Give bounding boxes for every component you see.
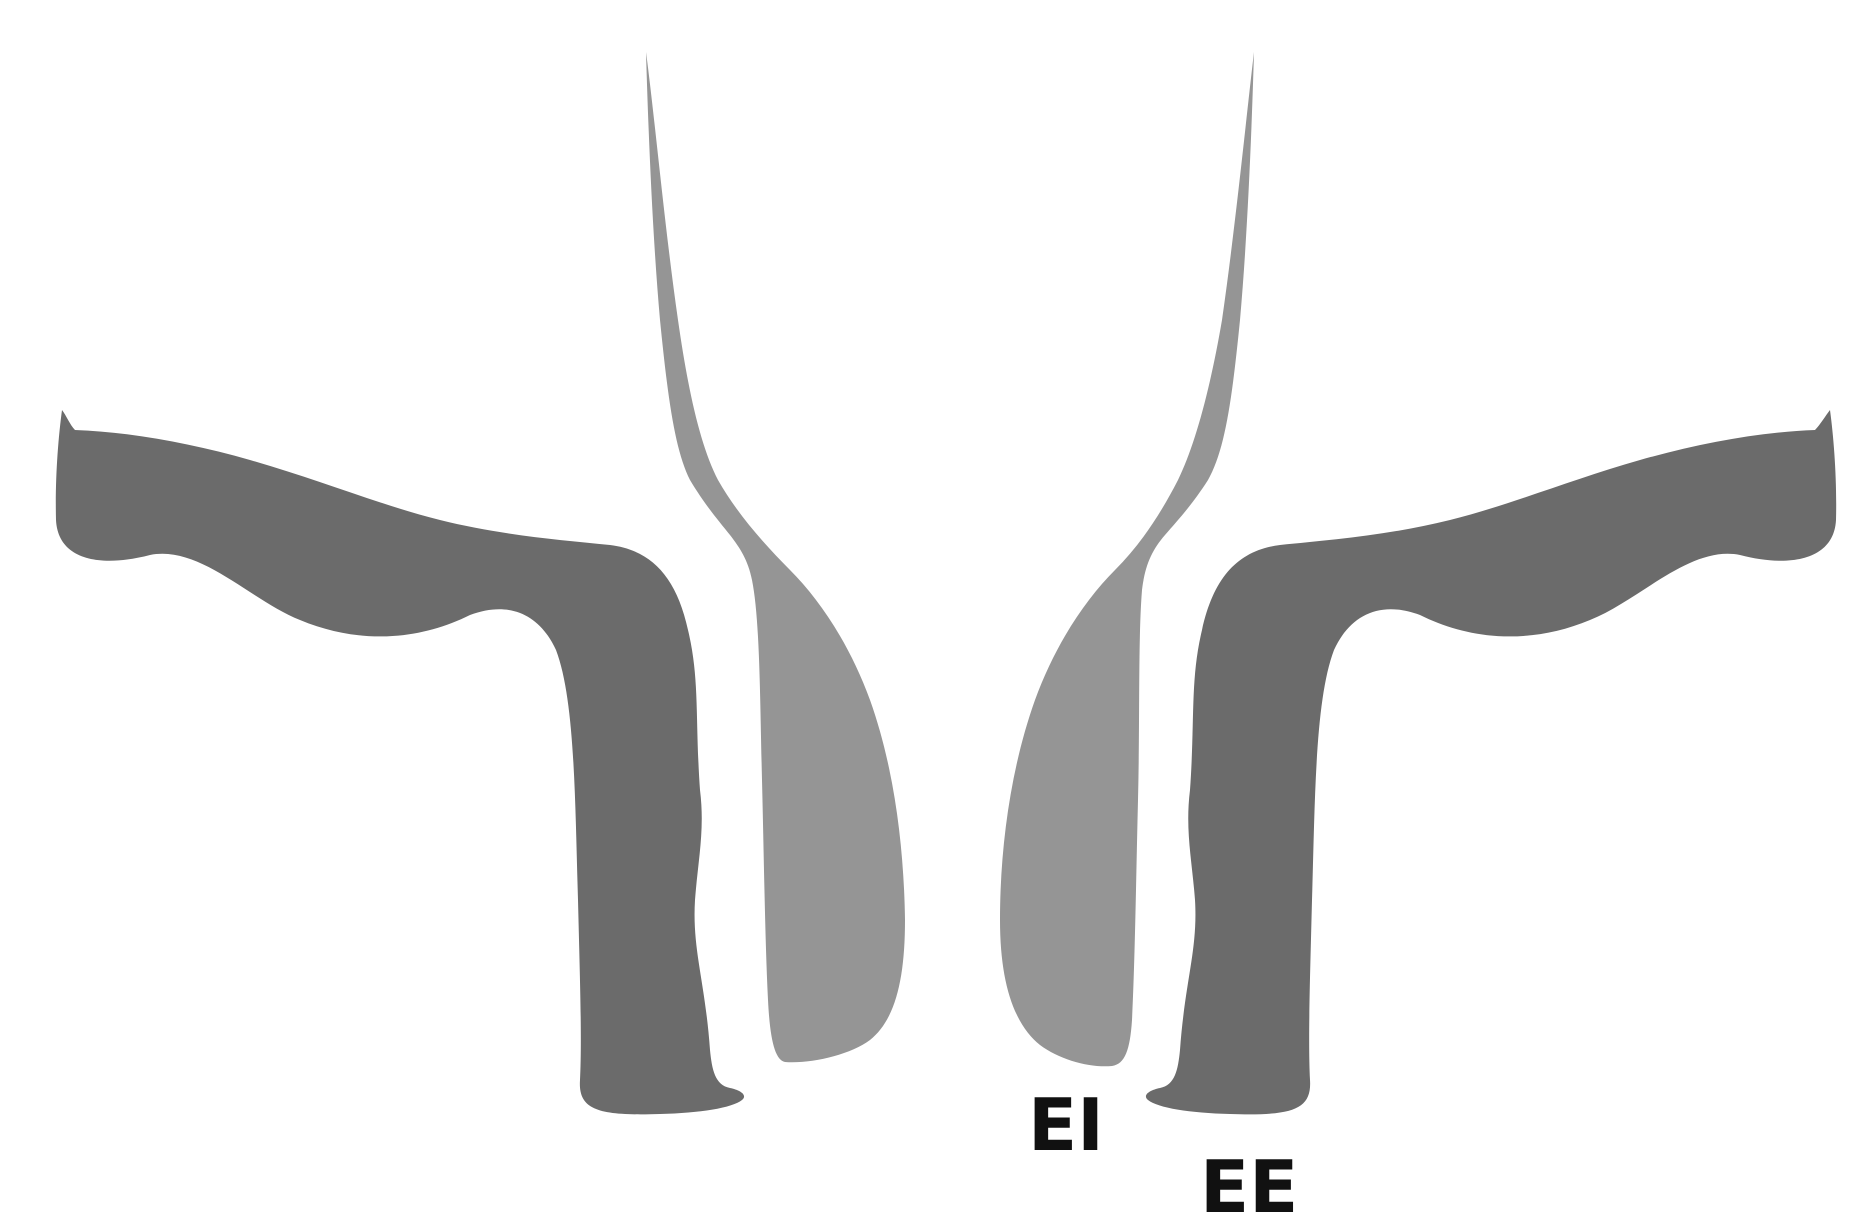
label-ee: EE [1200, 1145, 1298, 1215]
right-structure [1000, 52, 1836, 1114]
right-outer-shape [1146, 410, 1836, 1114]
left-structure [56, 52, 905, 1114]
label-ei: EI [1028, 1083, 1104, 1167]
left-outer-shape [56, 410, 744, 1114]
